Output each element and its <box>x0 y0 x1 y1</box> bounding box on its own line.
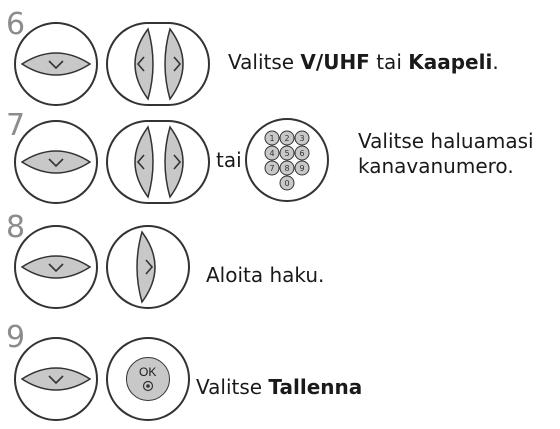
chevron-left-icon <box>136 154 145 170</box>
ok-dot-icon <box>142 380 154 392</box>
svg-text:2: 2 <box>284 134 289 143</box>
step-7-instruction: Valitse haluamasi kanavanumero. <box>358 129 534 178</box>
left-right-button-circle <box>106 120 210 204</box>
down-arrow-button[interactable] <box>20 363 92 395</box>
step-number: 6 <box>6 7 26 42</box>
key-3 <box>294 130 310 146</box>
key-8 <box>279 160 295 176</box>
down-arrow-button[interactable] <box>20 48 92 80</box>
chevron-down-icon <box>48 375 64 385</box>
step-8-instruction: Aloita haku. <box>206 263 325 287</box>
step-number: 7 <box>6 108 26 143</box>
left-arrow-button[interactable] <box>118 125 158 199</box>
svg-text:7: 7 <box>269 164 274 173</box>
connector-text: tai <box>216 148 242 172</box>
key-1 <box>264 130 280 146</box>
step-number: 8 <box>6 210 26 245</box>
svg-text:1: 1 <box>269 134 274 143</box>
right-arrow-button[interactable] <box>160 125 200 199</box>
svg-text:9: 9 <box>299 164 304 173</box>
key-7 <box>264 160 280 176</box>
key-6 <box>294 145 310 161</box>
chevron-down-icon <box>48 158 64 168</box>
chevron-left-icon <box>136 56 145 72</box>
key-2 <box>279 130 295 146</box>
right-arrow-button[interactable] <box>160 27 200 101</box>
svg-text:8: 8 <box>284 164 289 173</box>
chevron-right-icon <box>173 154 182 170</box>
down-arrow-button[interactable] <box>20 251 92 283</box>
chevron-right-icon <box>173 56 182 72</box>
step-8: 8 Aloita haku. <box>0 205 560 315</box>
number-keypad: 1 2 3 4 5 6 7 8 9 0 <box>245 118 329 202</box>
step-9: 9 OK Valitse Tallenna <box>0 315 560 429</box>
left-arrow-button[interactable] <box>118 27 158 101</box>
key-0 <box>279 175 295 191</box>
chevron-down-icon <box>48 60 64 70</box>
step-6: 6 Valitse V/UHF tai Kaapeli. <box>0 0 560 106</box>
chevron-right-icon <box>145 259 154 275</box>
key-5 <box>279 145 295 161</box>
svg-text:5: 5 <box>284 149 289 158</box>
left-right-button-circle <box>106 22 210 106</box>
step-number: 9 <box>6 320 26 355</box>
right-arrow-button[interactable] <box>132 230 172 304</box>
keypad-icon: 1 2 3 4 5 6 7 8 9 0 <box>264 130 310 191</box>
chevron-down-icon <box>48 263 64 273</box>
svg-text:4: 4 <box>269 149 274 158</box>
key-9 <box>294 160 310 176</box>
step-7: 7 tai 1 2 3 4 5 6 7 8 9 0 <box>0 105 560 205</box>
ok-button[interactable]: OK <box>126 357 170 401</box>
ok-label: OK <box>139 365 157 379</box>
svg-text:3: 3 <box>299 134 304 143</box>
svg-text:0: 0 <box>284 179 289 188</box>
down-arrow-button[interactable] <box>20 146 92 178</box>
step-9-instruction: Valitse Tallenna <box>196 375 363 399</box>
step-6-instruction: Valitse V/UHF tai Kaapeli. <box>228 50 499 74</box>
key-4 <box>264 145 280 161</box>
svg-text:6: 6 <box>299 149 304 158</box>
